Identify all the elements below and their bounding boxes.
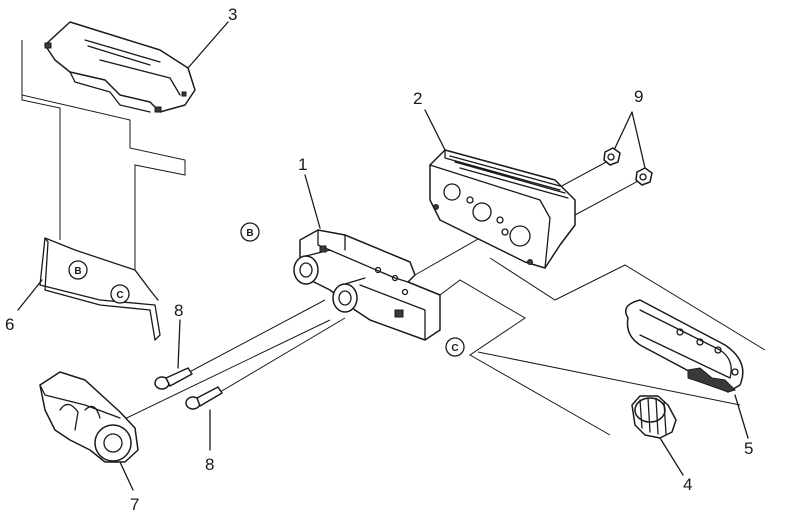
part-5-timing-belt [625, 299, 744, 393]
part-2-cover [429, 149, 576, 269]
leader-8-upper [177, 319, 181, 369]
callout-4: 4 [683, 475, 692, 494]
part-8-bolt-lower [185, 386, 223, 410]
phantom-line-part1-part4 [439, 279, 611, 436]
leader-1 [304, 174, 321, 229]
part-9-nuts [603, 111, 653, 186]
callout-7: 7 [130, 495, 139, 514]
ref-c-housing: C [445, 337, 465, 357]
callout-2: 2 [413, 89, 422, 108]
leader-6 [17, 279, 43, 311]
svg-text:C: C [451, 343, 458, 354]
axis-line-lower-bolt [209, 317, 346, 399]
axis-line-part7 [111, 319, 331, 426]
svg-text:B: B [74, 266, 81, 277]
part-4-gear [631, 395, 677, 439]
phantom-line-part1-part5 [477, 351, 741, 406]
callout-1: 1 [298, 155, 307, 174]
leader-4 [659, 437, 684, 476]
axis-line-upper-bolt [177, 299, 326, 379]
callout-8-lower: 8 [205, 455, 214, 474]
callout-9: 9 [634, 87, 643, 106]
leader-3 [187, 21, 229, 69]
part-3-top-bracket [44, 21, 196, 113]
svg-text:C: C [116, 290, 123, 301]
phantom-outline-left [21, 95, 61, 240]
callout-8-upper: 8 [174, 301, 183, 320]
svg-text:B: B [246, 228, 253, 239]
phantom-line-part2-part5 [489, 257, 766, 351]
callout-5: 5 [744, 439, 753, 458]
axis-line-nut-lower [574, 179, 641, 216]
leader-5 [734, 394, 749, 439]
callout-3: 3 [228, 5, 237, 24]
part-8-bolt-upper [154, 367, 193, 390]
phantom-outline-top-bracket [21, 40, 186, 291]
leader-2 [424, 109, 446, 151]
ref-b-spring: B [68, 260, 88, 280]
part-1-housing [293, 229, 441, 341]
part-6-wire-spring [39, 237, 161, 341]
ref-b-housing: B [240, 222, 260, 242]
ref-c-spring: C [110, 284, 130, 304]
leader-7 [119, 461, 134, 491]
callout-6: 6 [5, 315, 14, 334]
part-7-lever [39, 371, 139, 463]
